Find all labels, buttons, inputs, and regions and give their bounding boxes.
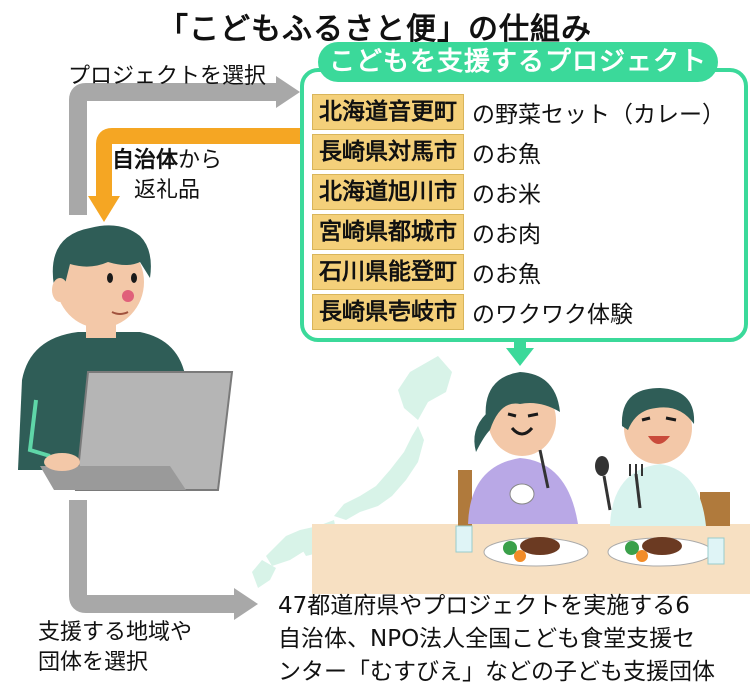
municipality-label: 北海道旭川市 — [312, 174, 464, 210]
project-row: 長崎県壱岐市 のワクワク体験 — [312, 294, 633, 330]
project-row: 北海道旭川市 のお米 — [312, 174, 541, 210]
gift-label: のお魚 — [472, 262, 541, 288]
recipients-line: 47都道府県やプロジェクトを実施する6 — [278, 593, 690, 619]
gray-arrow-to-projects — [69, 76, 300, 215]
project-row: 宮崎県都城市 のお肉 — [312, 214, 541, 250]
recipients-line: 自治体、NPO法人全国こども食堂支援セ — [278, 626, 696, 652]
municipality-label: 長崎県壱岐市 — [312, 294, 464, 330]
gift-label: のワクワク体験 — [472, 302, 633, 328]
orange-arrow-return-gift — [88, 128, 300, 222]
municipality-label: 石川県能登町 — [312, 254, 464, 290]
gift-label: のお魚 — [472, 142, 541, 168]
project-row: 長崎県対馬市 のお魚 — [312, 134, 541, 170]
person-at-laptop-icon — [18, 225, 234, 491]
page-title: 「こどもふるさと便」の仕組み — [158, 12, 592, 47]
municipality-label: 宮崎県都城市 — [312, 214, 464, 250]
return-gift-line2: 返礼品 — [134, 178, 201, 203]
select-project-label: プロジェクトを選択 — [68, 64, 267, 89]
return-gift-label: 自治体から 返礼品 — [112, 146, 222, 206]
gray-arrow-to-groups — [69, 500, 258, 620]
select-region-line: 支援する地域や — [38, 620, 193, 645]
return-gift-rest: から — [178, 148, 223, 173]
select-region-label: 支援する地域や 団体を選択 — [38, 618, 192, 678]
municipality-label: 長崎県対馬市 — [312, 134, 464, 170]
municipality-label: 北海道音更町 — [312, 94, 464, 130]
gift-label: のお肉 — [472, 222, 541, 248]
select-region-line: 団体を選択 — [38, 650, 149, 675]
project-panel-title: こどもを支援するプロジェクト — [318, 42, 718, 82]
gift-label: の野菜セット（カレー） — [472, 102, 725, 128]
project-row: 北海道音更町 の野菜セット（カレー） — [312, 94, 725, 130]
recipients-line: ンター「むすびえ」などの子ども支援団体 — [278, 659, 715, 685]
project-row: 石川県能登町 のお魚 — [312, 254, 541, 290]
gift-label: のお米 — [472, 182, 541, 208]
recipients-text: 47都道府県やプロジェクトを実施する6 自治体、NPO法人全国こども食堂支援セ … — [278, 590, 715, 689]
return-gift-bold: 自治体 — [112, 148, 179, 173]
children-eating-icon — [455, 372, 725, 567]
